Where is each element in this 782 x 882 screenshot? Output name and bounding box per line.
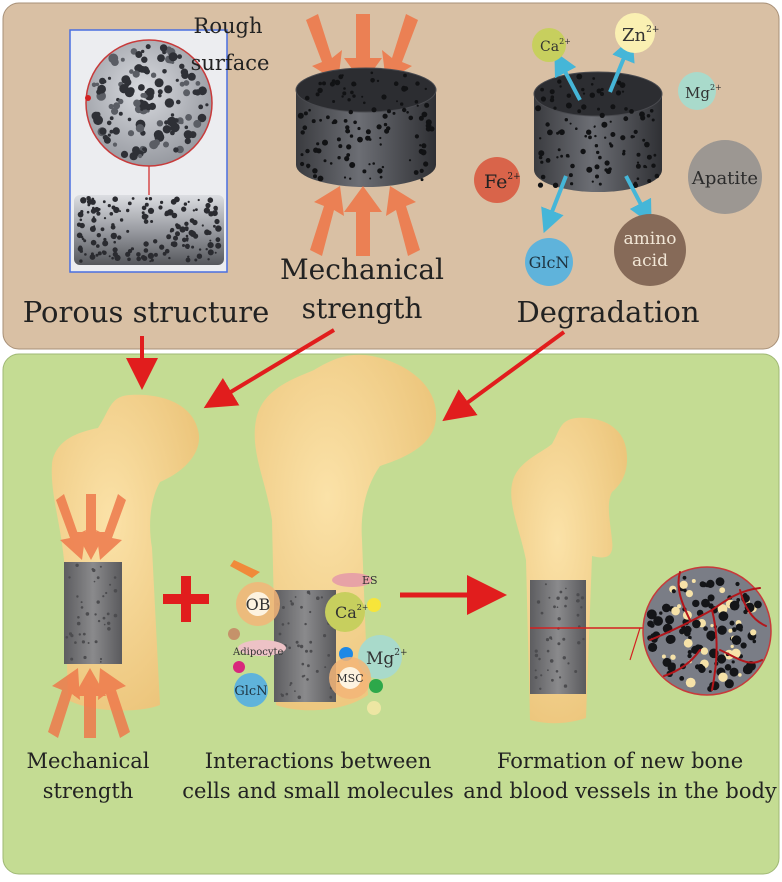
blood-vessels <box>649 571 767 691</box>
ion-ca-label: Ca2+ <box>540 37 571 55</box>
yellow-molecule <box>367 598 381 612</box>
msc-cell-inner <box>339 667 361 689</box>
caption-stage3-line2: and blood vessels in the body <box>463 779 777 803</box>
caption-stage1-line2: strength <box>43 779 134 803</box>
porous-structure-title: Porous structure <box>23 295 270 329</box>
ion-ca <box>532 28 566 62</box>
ion-fe-label: Fe2+ <box>484 171 521 193</box>
tan-molecule <box>228 628 240 640</box>
ob-label: OB <box>246 595 271 614</box>
strength-cylinder-pores <box>297 71 435 182</box>
mg-ion <box>358 635 402 679</box>
rod-pores <box>76 196 222 263</box>
bone-3-zoom-connector-2 <box>629 627 641 661</box>
caption-stage3-line1: Formation of new bone <box>497 749 743 773</box>
magenta-molecule <box>233 661 245 673</box>
adipocyte-label: Adipocyte <box>232 647 284 658</box>
glcn-label: GlcN <box>234 684 267 699</box>
scaffold-1 <box>64 562 122 664</box>
rough-surface-line2: surface <box>191 51 270 75</box>
scaffold-1-texture <box>65 563 118 663</box>
ca-ion-label: Ca2+ <box>335 603 369 622</box>
mechanical-strength-title-2: strength <box>302 292 423 325</box>
connector-arrows <box>126 328 566 422</box>
ob-cell-inner <box>246 592 270 616</box>
scaffold-3-texture <box>534 583 585 690</box>
rough-surface-line1: Rough <box>194 14 263 38</box>
caption-stage1-line1: Mechanical <box>27 749 150 773</box>
ion-apatite <box>688 140 762 214</box>
bone-1-force-arrows-top <box>56 494 126 560</box>
zoom-circle <box>85 39 213 167</box>
pale-molecule <box>367 701 381 715</box>
ion-mg <box>678 72 716 110</box>
ion-mg-label: Mg2+ <box>685 83 722 102</box>
ion-apatite-label: Apatite <box>691 168 758 189</box>
orange-cell <box>230 560 260 578</box>
zoom-marker-dot <box>85 95 91 101</box>
bone-1-force-arrows-bottom <box>48 668 130 738</box>
ion-amino-label-2: acid <box>632 251 668 271</box>
scaffold-2-texture <box>276 590 335 700</box>
adipocyte-cell <box>238 640 286 656</box>
ion-zn <box>615 13 655 53</box>
green-molecule <box>369 679 383 693</box>
degradation-title: Degradation <box>516 295 699 329</box>
force-arrows-bottom <box>310 186 420 256</box>
ion-zn-label: Zn2+ <box>622 25 659 46</box>
mechanical-strength-title-1: Mechanical <box>280 253 444 286</box>
es-cell <box>332 573 372 587</box>
plus-sign <box>163 576 209 622</box>
degradation-cylinder-pores <box>535 73 660 188</box>
msc-label: MSC <box>336 672 363 685</box>
ion-glcn <box>525 238 573 286</box>
ion-glcn-label: GlcN <box>529 253 570 272</box>
es-label: ES <box>362 574 378 587</box>
glcn-molecule <box>234 673 268 707</box>
zoom-pores <box>91 44 209 161</box>
caption-stage2-line2: cells and small molecules <box>182 779 453 803</box>
ion-amino-label-1: amino <box>624 229 677 249</box>
mg-ion-label: Mg2+ <box>366 648 408 669</box>
ion-amino-acid <box>614 214 686 286</box>
ca-ion <box>325 592 365 632</box>
ion-release-arrows <box>541 36 652 234</box>
force-arrows-top <box>306 14 418 84</box>
caption-stage2-line1: Interactions between <box>205 749 431 773</box>
strength-cylinder-top <box>295 67 437 113</box>
ion-fe <box>474 157 520 203</box>
